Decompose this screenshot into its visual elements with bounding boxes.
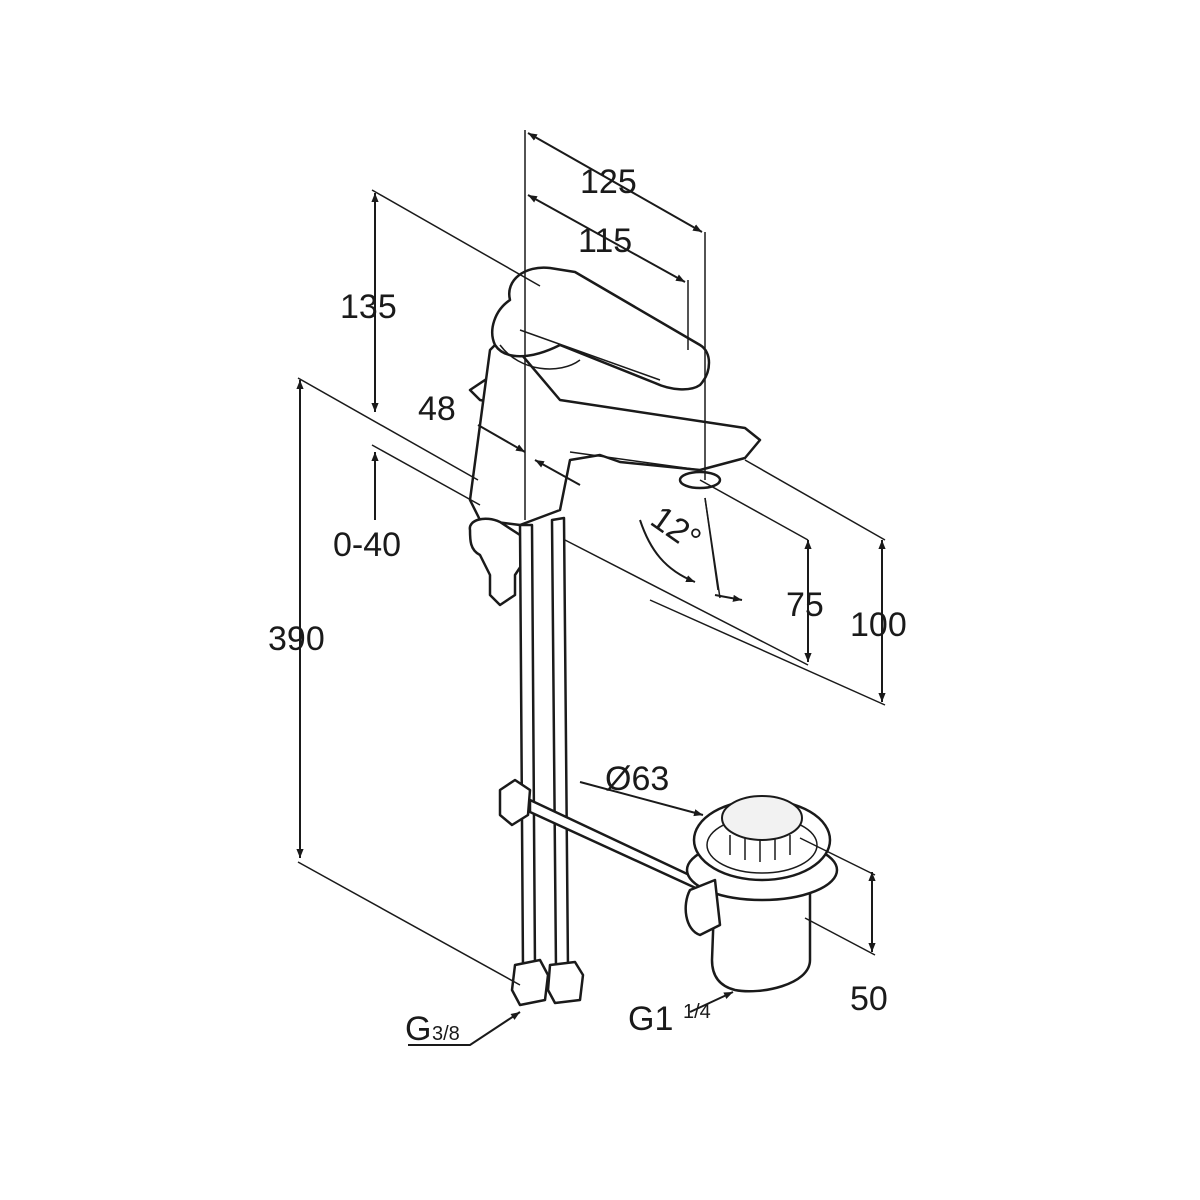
dim-48: 48	[418, 390, 456, 428]
dim-100: 100	[850, 606, 907, 644]
dim-390: 390	[268, 620, 325, 658]
dim-135: 135	[340, 288, 397, 326]
lever-base	[499, 344, 581, 370]
waste-plug	[721, 795, 803, 841]
hose-fitting-right	[546, 960, 585, 1005]
dim-0-40: 0-40	[333, 526, 401, 564]
spout-underside	[569, 451, 701, 471]
supply-hose-left	[518, 523, 537, 972]
waste-side-outlet	[684, 878, 722, 937]
dimension-lines	[296, 130, 886, 1046]
thread-g-label: G	[405, 1010, 431, 1048]
waste-plug-stem	[729, 835, 791, 862]
hose-fitting-left	[510, 958, 550, 1007]
dim-75: 75	[786, 586, 824, 624]
thread-g1-label: G1	[628, 1000, 673, 1038]
dim-115: 115	[578, 222, 632, 260]
thread-g-fraction: 3/8	[432, 1023, 460, 1045]
dim-125: 125	[580, 163, 637, 201]
waste-valve	[684, 795, 839, 993]
lever-top-face	[519, 329, 661, 381]
supply-hose-right	[550, 516, 570, 972]
faucet	[468, 266, 762, 1007]
popup-link	[498, 778, 532, 827]
mounting-clamp	[468, 517, 527, 607]
thread-g1-fraction: 1/4	[683, 1001, 711, 1023]
dim-diameter-63: Ø63	[605, 760, 669, 798]
dim-50: 50	[850, 980, 888, 1018]
